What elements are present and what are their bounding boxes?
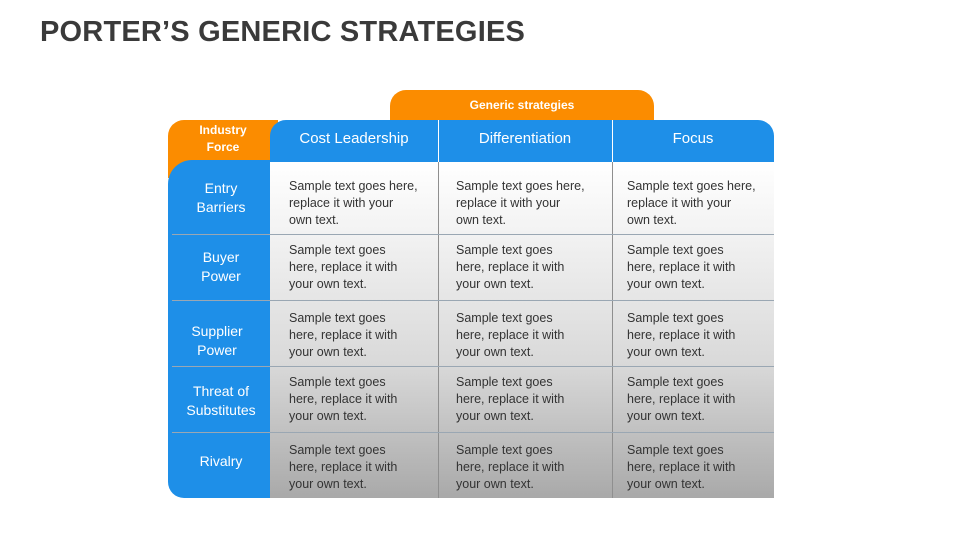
cell-line: Sample text goes	[289, 443, 386, 457]
cell-line: Sample text goes	[627, 375, 724, 389]
cell-line: here, replace it with	[627, 392, 736, 406]
cell-substitutes-cost: Sample text goes here, replace it with you…	[289, 374, 397, 425]
cell-line: Sample text goes	[627, 243, 724, 257]
cell-line: Sample text goes	[627, 311, 724, 325]
cell-line: Sample text goes	[627, 443, 724, 457]
cell-line: Sample text goes here,	[289, 179, 418, 193]
cell-line: Sample text goes	[456, 375, 553, 389]
cell-line: Sample text goes	[456, 243, 553, 257]
cell-line: Sample text goes	[289, 311, 386, 325]
row-label-line: Substitutes	[186, 402, 256, 418]
cell-line: own text.	[456, 213, 507, 227]
row-label-line: Barriers	[196, 199, 246, 215]
row-divider	[172, 432, 774, 433]
column-header-bar	[270, 120, 774, 162]
cell-buyer-focus: Sample text goes here, replace it with you…	[627, 242, 735, 293]
cell-line: own text.	[627, 213, 678, 227]
row-header-column	[168, 160, 270, 498]
column-header-differentiation: Differentiation	[478, 130, 572, 147]
cell-line: replace it with your	[456, 196, 561, 210]
row-label-line: Entry	[204, 180, 238, 196]
cell-line: here, replace it with	[456, 460, 565, 474]
cell-rivalry-cost: Sample text goes here, replace it with you…	[289, 442, 397, 493]
industry-force-label: Industry Force	[168, 122, 278, 156]
row-label-line: Supplier	[191, 323, 243, 339]
column-header-cost-leadership: Cost Leadership	[299, 130, 409, 147]
cell-line: your own text.	[456, 477, 534, 491]
cell-line: your own text.	[456, 345, 534, 359]
cell-buyer-differentiation: Sample text goes here, replace it with you…	[456, 242, 564, 293]
row-divider	[172, 234, 774, 235]
cell-line: here, replace it with	[627, 328, 736, 342]
generic-strategies-label: Generic strategies	[469, 98, 575, 112]
header-divider	[612, 120, 613, 162]
cell-line: your own text.	[289, 277, 367, 291]
cell-rivalry-differentiation: Sample text goes here, replace it with you…	[456, 442, 564, 493]
row-label-line: Rivalry	[199, 452, 243, 469]
row-label-line: Buyer	[202, 249, 240, 265]
row-label-line: Threat of	[192, 383, 249, 399]
cell-entry-differentiation: Sample text goes here, replace it with yo…	[456, 178, 585, 229]
cell-line: Sample text goes	[289, 375, 386, 389]
cell-line: your own text.	[456, 277, 534, 291]
cell-line: here, replace it with	[289, 392, 398, 406]
column-header-focus: Focus	[672, 130, 714, 147]
cell-line: here, replace it with	[289, 328, 398, 342]
row-divider	[172, 366, 774, 367]
row-label-line: Power	[197, 342, 237, 358]
cell-entry-cost: Sample text goes here, replace it with yo…	[289, 178, 418, 229]
cell-entry-focus: Sample text goes here, replace it with yo…	[627, 178, 756, 229]
cell-line: your own text.	[289, 477, 367, 491]
cell-buyer-cost: Sample text goes here, replace it with you…	[289, 242, 397, 293]
cell-line: Sample text goes	[289, 243, 386, 257]
cell-line: here, replace it with	[289, 260, 398, 274]
cell-line: here, replace it with	[456, 392, 565, 406]
cell-substitutes-focus: Sample text goes here, replace it with you…	[627, 374, 735, 425]
cell-line: Sample text goes	[456, 311, 553, 325]
strategy-grid	[270, 162, 774, 498]
cell-line: your own text.	[627, 409, 705, 423]
cell-line: Sample text goes here,	[627, 179, 756, 193]
cell-line: your own text.	[289, 345, 367, 359]
row-label-threat-of-substitutes: Threat of Substitutes	[172, 366, 270, 436]
cell-line: here, replace it with	[627, 260, 736, 274]
industry-force-line2: Force	[206, 140, 240, 154]
cell-supplier-differentiation: Sample text goes here, replace it with you…	[456, 310, 564, 361]
header-divider	[438, 120, 439, 162]
cell-rivalry-focus: Sample text goes here, replace it with you…	[627, 442, 735, 493]
cell-line: here, replace it with	[627, 460, 736, 474]
cell-line: here, replace it with	[289, 460, 398, 474]
row-label-line: Power	[201, 268, 241, 284]
cell-line: your own text.	[456, 409, 534, 423]
cell-line: replace it with your	[627, 196, 732, 210]
industry-force-line1: Industry	[199, 123, 247, 137]
cell-supplier-focus: Sample text goes here, replace it with you…	[627, 310, 735, 361]
page-title: PORTER’S GENERIC STRATEGIES	[40, 16, 526, 48]
cell-line: your own text.	[289, 409, 367, 423]
grid-divider	[438, 162, 439, 498]
cell-line: replace it with your	[289, 196, 394, 210]
cell-line: your own text.	[627, 277, 705, 291]
row-divider	[172, 300, 774, 301]
cell-line: own text.	[289, 213, 340, 227]
cell-line: Sample text goes	[456, 443, 553, 457]
cell-line: your own text.	[627, 345, 705, 359]
grid-divider	[612, 162, 613, 498]
cell-line: Sample text goes here,	[456, 179, 585, 193]
cell-line: your own text.	[627, 477, 705, 491]
row-label-rivalry: Rivalry	[172, 432, 270, 490]
cell-line: here, replace it with	[456, 328, 565, 342]
cell-substitutes-differentiation: Sample text goes here, replace it with you…	[456, 374, 564, 425]
cell-supplier-cost: Sample text goes here, replace it with you…	[289, 310, 397, 361]
cell-line: here, replace it with	[456, 260, 565, 274]
